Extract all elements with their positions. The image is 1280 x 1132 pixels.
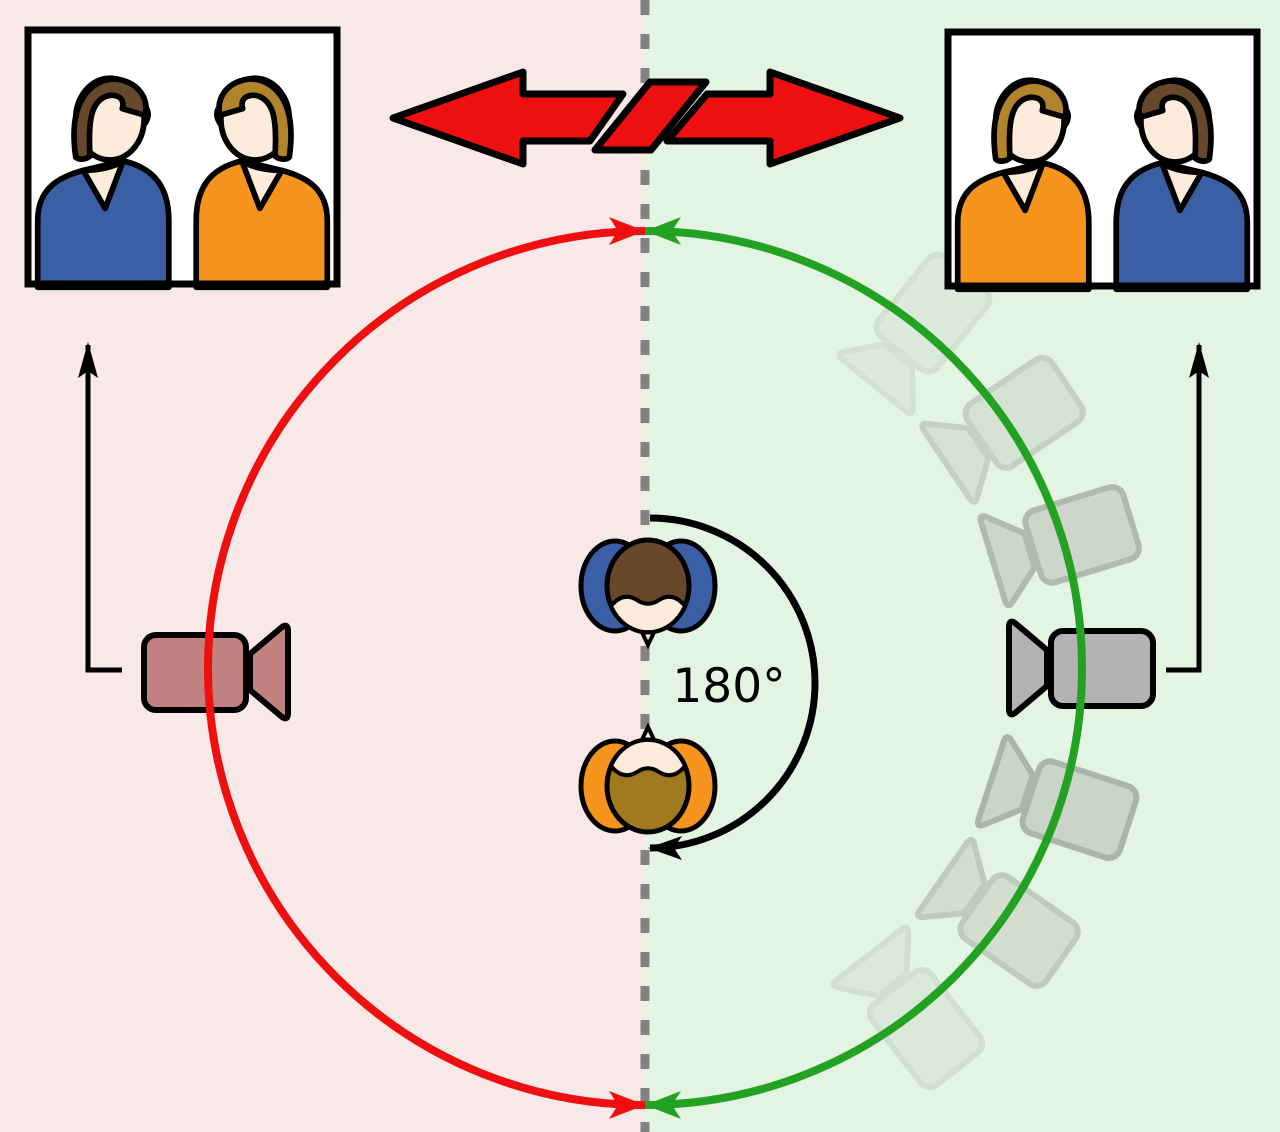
actor-bottom-overhead-icon xyxy=(581,727,715,832)
angle-sweep-arc xyxy=(648,514,819,860)
frame-border xyxy=(944,28,1261,290)
camera-arc-right-green xyxy=(644,217,1086,1119)
broken-double-arrow-icon xyxy=(389,68,904,168)
camera-to-shot-arrow-right xyxy=(1166,342,1209,673)
shot-frame-left xyxy=(24,26,341,288)
broken-arrow-slash xyxy=(591,78,710,154)
shot-frame-right xyxy=(944,28,1261,290)
camera-to-shot-arrow-left xyxy=(78,342,122,673)
frame-border xyxy=(24,26,341,288)
broken-arrow-left-half xyxy=(389,68,627,168)
camera-arc-left-red xyxy=(204,217,646,1119)
broken-arrow-right-half xyxy=(663,68,904,168)
camera-left-icon xyxy=(144,626,288,719)
actor-top-overhead-icon xyxy=(581,540,715,645)
angle-label: 180° xyxy=(672,659,785,714)
